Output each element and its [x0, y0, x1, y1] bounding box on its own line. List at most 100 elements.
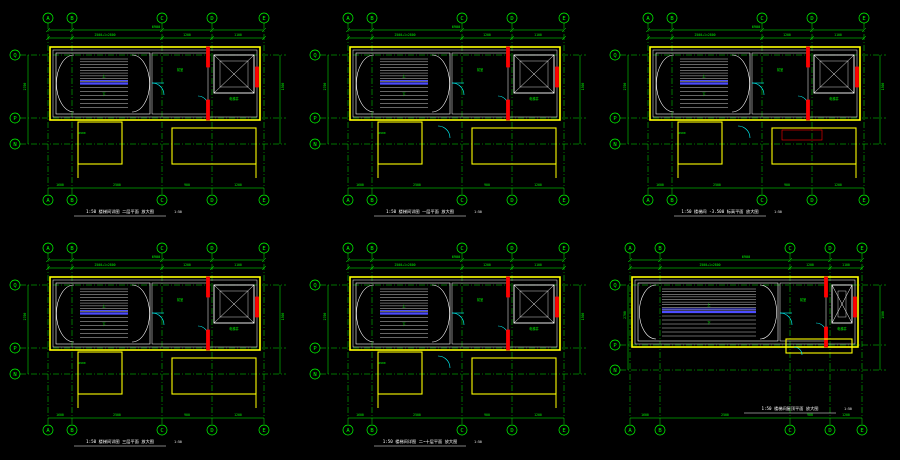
axis-side-P-letter: P — [613, 343, 617, 349]
dim-height-right: 1500 — [581, 313, 585, 321]
dim-height-left: 2700 — [623, 311, 627, 319]
lobby-label: 前室 — [477, 297, 483, 302]
axis-bottom-B-letter: B — [670, 198, 674, 204]
dim-tick — [459, 27, 465, 33]
dim-seg-a2: 1200 — [234, 183, 242, 187]
axis-top-D-letter: D — [210, 16, 213, 22]
axis-top-B-letter: B — [370, 16, 374, 22]
outer-wall — [349, 276, 561, 351]
dim-tick — [69, 257, 75, 263]
axis-bottom-E-circle — [856, 424, 868, 436]
dim-tick — [261, 35, 267, 41]
dim-height-left: 2700 — [23, 83, 27, 91]
dim-height-right: 1500 — [281, 83, 285, 91]
axis-bottom-B-letter: B — [70, 198, 74, 204]
axis-bottom-D-letter: D — [210, 198, 213, 204]
dim-tick — [809, 35, 815, 41]
elevator-cross-2 — [213, 284, 255, 324]
dim-tick — [369, 265, 375, 271]
axis-bottom-B-circle — [654, 424, 666, 436]
dim-height-left: 2700 — [23, 313, 27, 321]
dim-seg-a: 1200 — [183, 33, 191, 37]
elevator-label: 电梯井 — [229, 96, 239, 101]
dim-tick — [561, 265, 567, 271]
dim-tick — [209, 265, 215, 271]
plan-scale: 1:50 — [174, 440, 182, 444]
dim-tick — [645, 35, 651, 41]
dim-seg-d: 1600 — [356, 413, 364, 417]
axis-side-N-letter: N — [13, 142, 16, 148]
lower-room-left — [377, 351, 423, 395]
axis-bottom-C-letter: C — [788, 428, 791, 434]
lower-room-right — [471, 127, 557, 165]
lower-door-swing — [737, 125, 751, 139]
landing-arc-right — [431, 54, 450, 113]
dim-seg-e: 900 — [484, 413, 490, 417]
axis-bottom-D-circle — [506, 424, 518, 436]
landing-arc-left — [56, 284, 75, 343]
roof-door-swing — [793, 346, 803, 356]
column-mark-1 — [206, 99, 210, 121]
axis-bottom-B-letter: B — [370, 428, 374, 434]
plan-title: 1:50 楼梯间详图 一层平面 放大图 — [386, 208, 454, 215]
axis-bottom-E-letter: E — [862, 198, 865, 204]
axis-bottom-B-circle — [366, 194, 378, 206]
dim-tick — [159, 257, 165, 263]
axis-bottom-A-letter: A — [346, 198, 350, 204]
axis-bottom-D-circle — [506, 194, 518, 206]
lobby-label: 前室 — [177, 67, 183, 72]
lobby — [151, 282, 209, 345]
column-mark-0 — [506, 276, 510, 298]
lower-room-left — [677, 121, 723, 165]
axis-bottom-B-circle — [366, 424, 378, 436]
dim-tick — [561, 35, 567, 41]
dim-seg-d: 1600 — [56, 183, 64, 187]
dim-tick — [561, 27, 567, 33]
axis-top-E-letter: E — [562, 246, 565, 252]
plan-scale: 1:50 — [474, 440, 482, 444]
dim-seg-c: 2500 — [713, 183, 721, 187]
axis-top-B-letter: B — [658, 246, 662, 252]
dim-tick — [509, 35, 515, 41]
axis-side-N-letter: N — [313, 142, 316, 148]
dim-seg-d: 1600 — [656, 183, 664, 187]
dim-tick — [509, 265, 515, 271]
axis-bottom-C-circle — [156, 424, 168, 436]
dim-seg-c: 2500 — [413, 183, 421, 187]
column-mark-1 — [506, 99, 510, 121]
dim-tick — [261, 265, 267, 271]
axis-side-N-letter: N — [613, 142, 616, 148]
dim-seg-e: 900 — [484, 183, 490, 187]
axis-top-E-letter: E — [562, 16, 565, 22]
lower-door-swing — [437, 355, 451, 369]
elevator-car — [219, 290, 249, 318]
dim-tick — [787, 265, 793, 271]
dim-tick — [859, 265, 865, 271]
axis-top-B-letter: B — [70, 246, 74, 252]
axis-side-Q-letter: Q — [313, 283, 316, 289]
lobby — [451, 282, 509, 345]
column-mark-2 — [555, 296, 559, 318]
axis-top-D-letter: D — [210, 246, 213, 252]
dim-stair-split: 2500+1×2800 — [699, 263, 720, 267]
axis-side-P-letter: P — [613, 116, 617, 122]
stair-down-label: 下 — [402, 323, 406, 327]
axis-bottom-D-circle — [824, 424, 836, 436]
stair-down-label: 下 — [702, 93, 706, 97]
dim-tick — [859, 257, 865, 263]
landing-arc-left — [356, 54, 375, 113]
dim-seg-b: 1100 — [534, 263, 542, 267]
dim-stair-split: 2500+1×2800 — [394, 263, 415, 267]
axis-side-N-letter: N — [313, 372, 316, 378]
stair-up-label: 上 — [402, 304, 406, 309]
axis-top-A-letter: A — [346, 246, 350, 252]
lobby-label: 前室 — [177, 297, 183, 302]
dim-overall: 6900 — [152, 255, 160, 259]
plan-scale: 1:50 — [844, 407, 852, 411]
axis-side-P-letter: P — [313, 346, 317, 352]
plan-title: 1:50 楼梯间详图 三层平面 放大图 — [86, 438, 154, 445]
stair-room — [55, 52, 151, 115]
